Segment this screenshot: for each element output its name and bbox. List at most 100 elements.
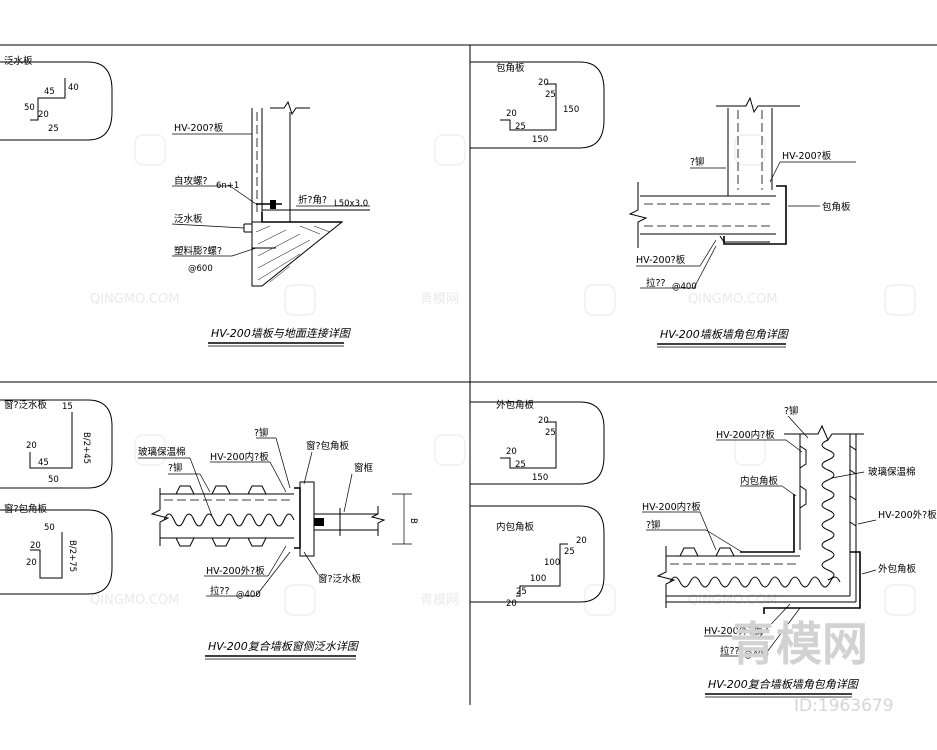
- label-hv200-inner-panel-top: HV-200内?板: [716, 429, 775, 441]
- watermark-logo-text: 青模网: [730, 617, 868, 671]
- label-plastic-expansion-bolt: 塑料膨?螺?: [174, 245, 222, 257]
- dim-text: 25: [48, 124, 59, 134]
- label-self-tapping-screw: 自攻螺?: [174, 175, 208, 187]
- profile-label-window-flashing: 窗?泛水板: [4, 399, 48, 411]
- label-inner-corner-trim: 内包角板: [740, 475, 779, 487]
- dim-text: 20: [506, 599, 517, 609]
- label-pull-rivet: 拉??: [210, 585, 230, 597]
- profile-box-window-trim: [0, 509, 113, 595]
- dim-b: B: [408, 518, 418, 524]
- dim-text: 150: [563, 105, 579, 115]
- detail-title-1: HV-200墙板与地面连接详图: [211, 327, 352, 340]
- label-rivet: ?铆: [168, 462, 183, 474]
- label-glass-wool: 玻璃保温棉: [868, 466, 916, 478]
- label-flashing: 泛水板: [174, 213, 203, 225]
- dim-text: 20: [538, 416, 549, 426]
- profile-shape-window-flashing: [29, 412, 73, 469]
- detail-wall-ground-connection: 泛水板 40 45 50 20 25: [0, 55, 370, 347]
- label-rivet-top: ?铆: [784, 405, 799, 417]
- label-hv200-outer-panel: HV-200外?板: [206, 565, 265, 577]
- label-hv200-panel: HV-200?板: [174, 122, 224, 134]
- profile-label-corner-trim: 包角板: [496, 62, 525, 74]
- detail-composite-corner-trim: 外包角板 20 25 20 25 150 内包角板 20 25 100 100 …: [470, 399, 937, 698]
- label-angle-steel: 折?角?: [298, 194, 327, 206]
- dim-text: 45: [38, 458, 49, 468]
- dim-text: 25: [564, 547, 575, 557]
- sealant-icon: [314, 518, 324, 526]
- label-hv200-outer-panel-bottom: HV-200外?板: [704, 625, 763, 637]
- detail-title-2: HV-200墙板墙角包角详图: [660, 328, 790, 341]
- detail-title-3: HV-200复合墙板窗侧泛水详图: [208, 640, 360, 653]
- label-screw-spec: 6n+1: [216, 181, 239, 191]
- watermark-brand: QINGMO.COM: [90, 292, 179, 307]
- watermark-brand: QINGMO.COM: [688, 593, 777, 608]
- dim-text: 45: [44, 87, 55, 97]
- watermark-logo: 青模网 ID:1963679: [730, 617, 894, 716]
- detail-title-4: HV-200复合墙板墙角包角详图: [708, 678, 860, 691]
- profile-shape-window-trim: [30, 532, 63, 579]
- dim-text: 20: [30, 541, 41, 551]
- label-pull-rivet-spacing: @400: [672, 282, 697, 292]
- dim-text: 25: [545, 90, 556, 100]
- dim-text: 20: [576, 536, 587, 546]
- label-hv200-panel-top: HV-200?板: [782, 150, 832, 162]
- profile-box-inner-trim: [470, 505, 605, 603]
- profile-label-inner-trim: 内包角板: [496, 521, 535, 533]
- label-outer-corner-trim: 外包角板: [878, 563, 917, 575]
- watermark-layer: QINGMO.COM 青模网 QINGMO.COM QINGMO.COM 青模网…: [90, 134, 916, 616]
- label-rivet: ?铆: [646, 519, 661, 531]
- profile-shape-flashing: [30, 78, 66, 121]
- detail-wall-corner-trim: 包角板 20 25 150 20 25 150 ?铆 HV-20: [470, 61, 856, 348]
- profile-box-window-flashing: [0, 399, 113, 489]
- dim-text: 20: [506, 447, 517, 457]
- watermark-brand: QINGMO.COM: [688, 292, 777, 307]
- label-angle-spec: L50x3.0: [334, 199, 368, 209]
- dim-text: 100: [544, 558, 560, 568]
- label-hv200-outer-panel: HV-200外?板: [878, 509, 937, 521]
- profile-shape-inner-trim: [516, 543, 568, 597]
- watermark-brand: QINGMO.COM: [90, 593, 179, 608]
- screw-icon: [270, 200, 276, 209]
- label-glass-wool: 玻璃保温棉: [138, 446, 186, 458]
- dim-text: 40: [68, 83, 79, 93]
- label-window-flashing: 窗?泛水板: [318, 573, 362, 585]
- label-window-frame: 窗框: [354, 462, 374, 474]
- dim-text: 15: [62, 402, 73, 412]
- watermark-brand-cn: 青模网: [420, 593, 459, 608]
- dim-text: 20: [26, 441, 37, 451]
- dim-text: 20: [38, 110, 49, 120]
- dim-text: B/2+75: [67, 540, 77, 572]
- dim-text: 20: [506, 109, 517, 119]
- label-plug-spacing: @600: [188, 264, 213, 274]
- label-hv200-inner-panel: HV-200内?板: [210, 451, 269, 463]
- dim-text: 150: [532, 473, 548, 483]
- profile-label-window-trim: 窗?包角板: [4, 503, 48, 515]
- watermark-id: ID:1963679: [794, 696, 894, 716]
- label-window-trim: 窗?包角板: [306, 440, 350, 452]
- profile-label-outer-trim: 外包角板: [496, 399, 535, 411]
- label-hv200-panel-bottom: HV-200?板: [636, 254, 686, 266]
- profile-box-corner-trim: [470, 61, 605, 149]
- label-pull-rivet: 拉??: [646, 277, 666, 289]
- profile-shape-corner-trim: [500, 83, 557, 131]
- label-pull-rivet: 拉??: [720, 645, 740, 657]
- dim-text: 25: [545, 428, 556, 438]
- profile-box-outer-trim: [470, 401, 605, 485]
- dim-text: 100: [530, 574, 546, 584]
- profile-label-flashing: 泛水板: [4, 55, 33, 67]
- dim-text: 25: [515, 122, 526, 132]
- watermark-brand-cn: 青模网: [420, 292, 459, 307]
- profile-shape-outer-trim: [500, 421, 557, 469]
- label-pull-rivet-spacing: @400: [744, 650, 769, 660]
- label-rivet: ?铆: [690, 156, 705, 168]
- dim-text: 50: [44, 523, 55, 533]
- profile-box-flashing: [0, 61, 113, 141]
- label-hv200-inner-panel: HV-200内?板: [642, 501, 701, 513]
- label-pull-rivet-spacing: @400: [236, 590, 261, 600]
- detail-window-side-flashing: 窗?泛水板 15 20 45 50 B/2+45 窗?包角板 50 20 20 …: [0, 399, 418, 660]
- dim-text: 20: [26, 558, 37, 568]
- sheet-frame: [0, 44, 937, 705]
- label-rivet-top: ?铆: [254, 427, 269, 439]
- dim-text: 150: [532, 135, 548, 145]
